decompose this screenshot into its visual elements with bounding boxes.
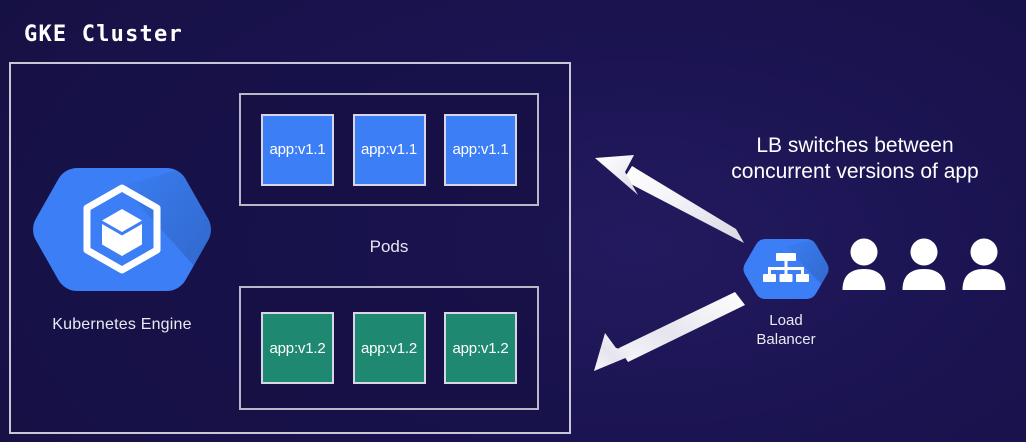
load-balancer-node: Load Balancer bbox=[740, 230, 832, 348]
kubernetes-engine-node: Kubernetes Engine bbox=[33, 150, 211, 340]
user-icon bbox=[902, 238, 946, 290]
kubernetes-engine-hexagon-icon bbox=[33, 150, 211, 310]
lb-caption-line-1: LB switches between bbox=[756, 134, 954, 157]
pod-app-v11[interactable]: app:v1.1 bbox=[352, 113, 426, 186]
kubernetes-engine-label: Kubernetes Engine bbox=[52, 316, 192, 333]
load-balancer-label: Load Balancer bbox=[756, 311, 815, 349]
pod-app-v12[interactable]: app:v1.2 bbox=[352, 312, 426, 384]
load-balancer-label-line-1: Load bbox=[769, 312, 803, 329]
pod-app-v12[interactable]: app:v1.2 bbox=[261, 312, 334, 384]
user-icon bbox=[962, 238, 1006, 290]
pod-group-v12: app:v1.2 app:v1.2 app:v1.2 bbox=[239, 286, 539, 410]
pod-app-v11[interactable]: app:v1.1 bbox=[444, 113, 517, 186]
load-balancer-hexagon-icon bbox=[743, 230, 829, 308]
pods-label: Pods bbox=[369, 237, 409, 256]
page-title: GKE Cluster bbox=[24, 22, 183, 47]
users-group bbox=[841, 234, 1007, 290]
lb-caption: LB switches between concurrent versions … bbox=[700, 133, 1010, 185]
arrow-lb-to-v12 bbox=[594, 292, 745, 371]
pod-app-v12[interactable]: app:v1.2 bbox=[444, 312, 517, 384]
pod-group-v11: app:v1.1 app:v1.1 app:v1.1 bbox=[239, 93, 539, 206]
pod-app-v11[interactable]: app:v1.1 bbox=[261, 113, 334, 186]
user-icon bbox=[842, 238, 886, 290]
load-balancer-label-line-2: Balancer bbox=[756, 331, 816, 348]
lb-caption-line-2: concurrent versions of app bbox=[731, 160, 979, 183]
